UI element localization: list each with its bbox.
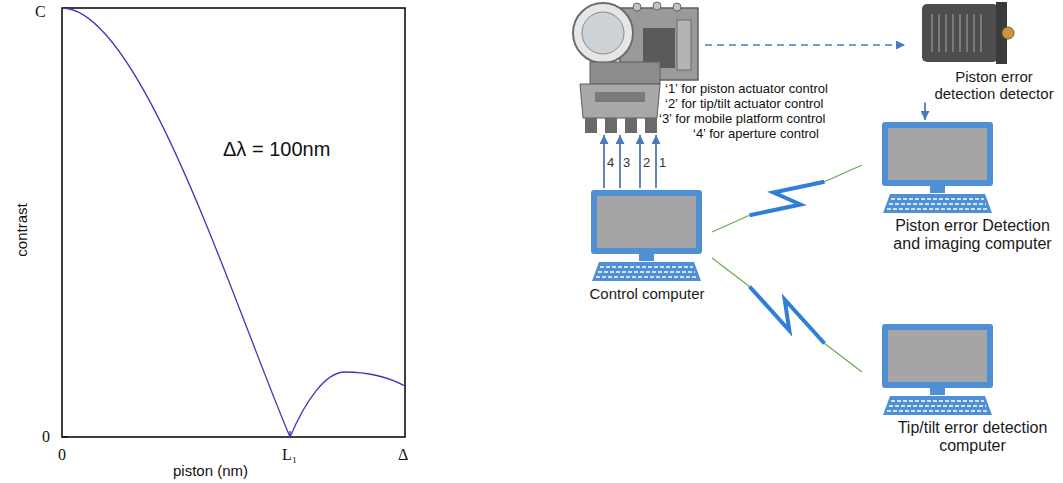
- device-symbol: [591, 190, 702, 281]
- plot-frame: [62, 8, 405, 437]
- device-illustration: [589, 188, 704, 283]
- device-symbol: [922, 2, 1014, 64]
- device-caption: Control computer: [582, 285, 712, 302]
- axis-title: piston (nm): [172, 463, 249, 480]
- arrow-line: [603, 135, 605, 188]
- device-symbol: [882, 122, 993, 213]
- tiptilt-computer: Tip/tilt error detection computer: [862, 322, 1060, 456]
- wireless-bolt: [750, 287, 825, 344]
- device-caption: Piston error detection detector: [928, 68, 1060, 103]
- axis-zero-tick: 0: [41, 428, 51, 446]
- connector: [705, 45, 905, 46]
- axis-tick: Δ: [397, 446, 409, 464]
- detection-computer: Piston error Detection and imaging compu…: [862, 120, 1060, 254]
- connector: [712, 258, 862, 372]
- control-legend-line: ‘4’ for aperture control: [693, 127, 819, 142]
- telescope-unit: ‘1’ for piston actuator control‘2’ for t…: [565, 0, 705, 135]
- tick-marks: [62, 8, 290, 437]
- link-line: [712, 215, 750, 232]
- control-legend-line: ‘3’ for mobile platform control: [659, 112, 825, 127]
- wireless-bolt: [750, 182, 825, 216]
- device-illustration: [880, 322, 995, 417]
- control-legend-line: ‘1’ for piston actuator control: [665, 82, 828, 97]
- dashed-arrow: [705, 44, 905, 46]
- device-caption: Piston error Detection and imaging compu…: [885, 217, 1060, 254]
- device-caption: Tip/tilt error detection computer: [885, 419, 1060, 456]
- device-illustration: [880, 120, 995, 215]
- callout-number: 4: [607, 156, 614, 169]
- axis-origin-tick: 0: [57, 446, 67, 464]
- callout-number: 2: [643, 156, 650, 169]
- control-legend-line: ‘2’ for tip/tilt actuator control: [665, 97, 823, 112]
- link-line: [712, 258, 750, 287]
- arrow-line: [619, 135, 621, 188]
- arrow-line: [924, 103, 926, 121]
- connector: [640, 135, 641, 188]
- callout-number: 3: [623, 156, 630, 169]
- connector: [604, 135, 605, 188]
- arrow-line: [655, 135, 657, 188]
- connector: [620, 135, 621, 188]
- axis-max-tick: C: [34, 3, 47, 21]
- link-line: [825, 344, 863, 373]
- control-computer: Control computer: [582, 188, 712, 302]
- contrast-plot: [0, 0, 430, 483]
- link-line: [825, 165, 863, 182]
- plot-annotation: Δλ = 100nm: [222, 138, 331, 160]
- connector: [925, 103, 926, 121]
- device-illustration: [920, 0, 1015, 66]
- connector: [712, 165, 862, 232]
- axis-title: contrast: [14, 202, 31, 257]
- contrast-curve: [62, 8, 405, 437]
- axis-tick: L₁: [281, 446, 298, 464]
- arrow-line: [639, 135, 641, 188]
- connector: [656, 135, 657, 188]
- detector-camera: Piston error detection detector: [905, 0, 1060, 103]
- device-symbol: [882, 324, 993, 415]
- callout-number: 1: [659, 156, 666, 169]
